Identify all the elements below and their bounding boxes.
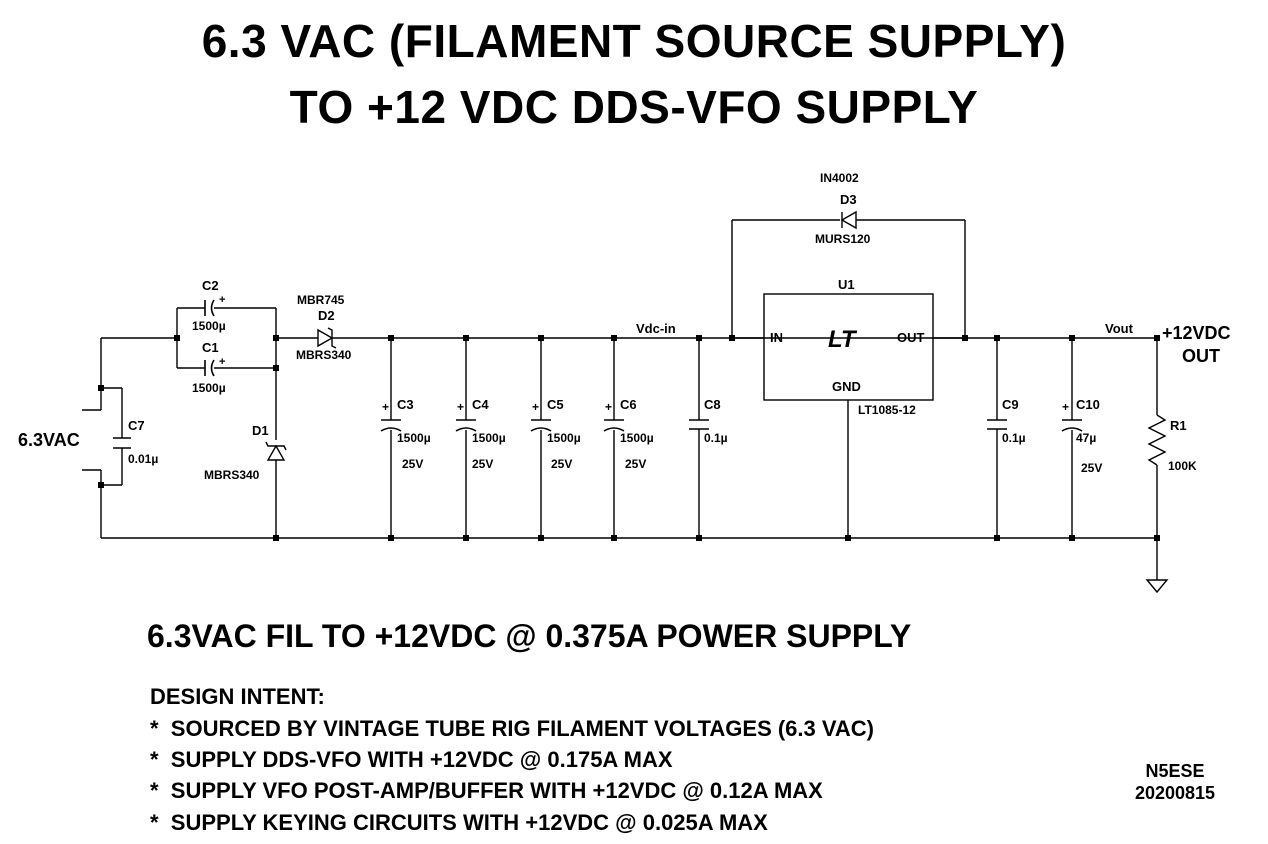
wires bbox=[82, 219, 1158, 580]
c10-value: 47µ bbox=[1076, 431, 1096, 445]
u1-pin-gnd: GND bbox=[832, 379, 861, 394]
u1-part: LT1085-12 bbox=[858, 403, 916, 417]
u1-pin-out: OUT bbox=[897, 330, 925, 345]
d3-ref: D3 bbox=[840, 192, 857, 207]
design-intent-title: DESIGN INTENT: bbox=[150, 684, 325, 709]
c6-polarity: + bbox=[605, 400, 612, 414]
title-line-1: 6.3 VAC (FILAMENT SOURCE SUPPLY) bbox=[201, 15, 1067, 67]
c6-value: 1500µ bbox=[620, 431, 654, 445]
c1-ref: C1 bbox=[202, 340, 219, 355]
net-vdc-in-label: Vdc-in bbox=[636, 321, 676, 336]
d3-part: MURS120 bbox=[815, 232, 871, 246]
capacitor-symbols bbox=[113, 299, 1083, 449]
d1-part: MBRS340 bbox=[204, 468, 260, 482]
c5-voltage: 25V bbox=[551, 457, 572, 471]
input-label: 6.3VAC bbox=[18, 430, 80, 450]
output-label-1: +12VDC bbox=[1162, 323, 1231, 343]
c3-polarity: + bbox=[382, 400, 389, 414]
u1-pin-in: IN bbox=[770, 330, 783, 345]
c2-value: 1500µ bbox=[192, 319, 226, 333]
design-intent-item: * SUPPLY VFO POST-AMP/BUFFER WITH +12VDC… bbox=[150, 778, 823, 803]
supply-heading: 6.3VAC FIL TO +12VDC @ 0.375A POWER SUPP… bbox=[147, 618, 912, 654]
c4-ref: C4 bbox=[472, 397, 489, 412]
output-label-2: OUT bbox=[1182, 346, 1220, 366]
design-intent-item: * SUPPLY DDS-VFO WITH +12VDC @ 0.175A MA… bbox=[150, 747, 673, 772]
c2-polarity: + bbox=[219, 294, 225, 306]
c3-voltage: 25V bbox=[402, 457, 423, 471]
design-intent-item: * SOURCED BY VINTAGE TUBE RIG FILAMENT V… bbox=[150, 716, 875, 741]
c6-voltage: 25V bbox=[625, 457, 646, 471]
c5-value: 1500µ bbox=[547, 431, 581, 445]
c4-voltage: 25V bbox=[472, 457, 493, 471]
regulator-u1-box bbox=[763, 293, 934, 401]
author-callsign: N5ESE bbox=[1145, 761, 1205, 781]
d3-alt-part: IN4002 bbox=[820, 171, 859, 185]
d2-ref: D2 bbox=[318, 308, 335, 323]
u1-ref: U1 bbox=[838, 277, 855, 292]
c10-polarity: + bbox=[1062, 400, 1069, 414]
c8-value: 0.1µ bbox=[704, 431, 728, 445]
c8-ref: C8 bbox=[704, 397, 721, 412]
c10-ref: C10 bbox=[1076, 397, 1100, 412]
d2-alt-part: MBR745 bbox=[297, 293, 345, 307]
c7-ref: C7 bbox=[128, 418, 145, 433]
net-vout-label: Vout bbox=[1105, 321, 1134, 336]
d1-ref: D1 bbox=[252, 423, 269, 438]
c4-polarity: + bbox=[457, 400, 464, 414]
title-line-2: TO +12 VDC DDS-VFO SUPPLY bbox=[289, 81, 979, 133]
drawing-date: 20200815 bbox=[1134, 783, 1216, 803]
c3-value: 1500µ bbox=[397, 431, 431, 445]
resistor-r1-symbol bbox=[1147, 414, 1167, 466]
c3-ref: C3 bbox=[397, 397, 414, 412]
c5-polarity: + bbox=[532, 400, 539, 414]
design-intent-item: * SUPPLY KEYING CIRCUITS WITH +12VDC @ 0… bbox=[150, 810, 768, 835]
c9-value: 0.1µ bbox=[1002, 431, 1026, 445]
r1-ref: R1 bbox=[1170, 418, 1187, 433]
ground-icon bbox=[1145, 579, 1169, 594]
c1-polarity: + bbox=[219, 356, 225, 368]
c5-ref: C5 bbox=[547, 397, 564, 412]
c4-value: 1500µ bbox=[472, 431, 506, 445]
c2-ref: C2 bbox=[202, 278, 219, 293]
junction-dots bbox=[98, 335, 1160, 541]
r1-value: 100K bbox=[1168, 459, 1197, 473]
d2-part: MBRS340 bbox=[296, 348, 352, 362]
diode-symbols bbox=[265, 210, 857, 461]
c1-value: 1500µ bbox=[192, 381, 226, 395]
lt-logo-icon: LT bbox=[828, 326, 858, 353]
c10-voltage: 25V bbox=[1081, 461, 1102, 475]
c7-value: 0.01µ bbox=[128, 452, 158, 466]
c6-ref: C6 bbox=[620, 397, 637, 412]
c9-ref: C9 bbox=[1002, 397, 1019, 412]
